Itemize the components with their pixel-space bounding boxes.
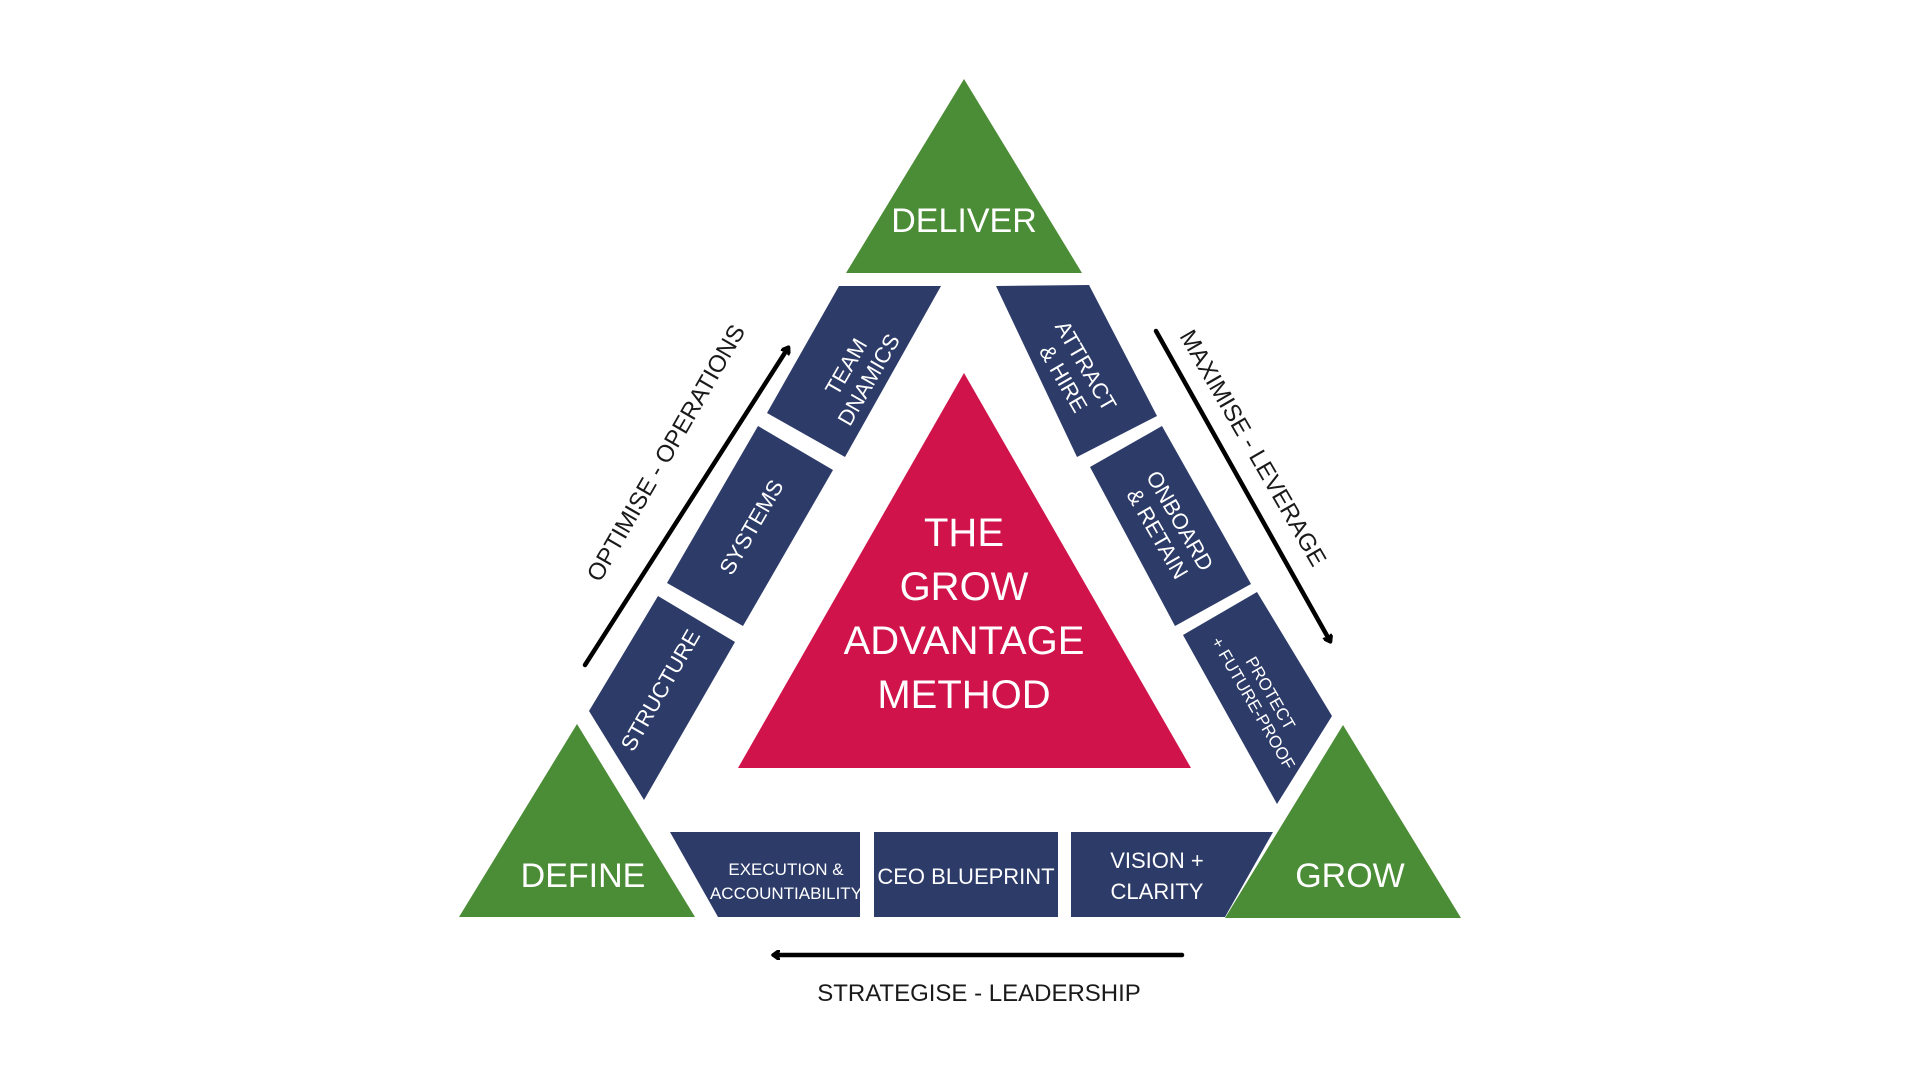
block-shape (1183, 592, 1332, 804)
block-shape (667, 426, 833, 626)
block-ceo-blueprint: CEO BLUEPRINT (874, 832, 1058, 917)
strategise-label: STRATEGISE - LEADERSHIP (817, 980, 1141, 1007)
corner-deliver: DELIVER (846, 79, 1082, 273)
deliver-label: DELIVER (891, 202, 1037, 240)
optimise-arrow[interactable] (582, 348, 788, 668)
center-line-2: GROW (900, 565, 1029, 609)
block-shape (589, 596, 735, 800)
deliver-triangle (846, 79, 1082, 273)
block-shape (996, 285, 1157, 457)
block-line-1: VISION + (1110, 848, 1204, 873)
block-shape (670, 832, 860, 917)
block-line-1: CEO BLUEPRINT (877, 864, 1054, 889)
block-shape (767, 286, 941, 457)
block-line-2: ACCOUNTIABILITY (710, 884, 862, 903)
block-line-2: CLARITY (1111, 879, 1204, 904)
left-side: TEAM DNAMICS SYSTEMS STRUCTURE OPTIMISE … (582, 286, 941, 800)
block-structure: STRUCTURE (589, 596, 735, 800)
bottom-side: EXECUTION & ACCOUNTIABILITY CEO BLUEPRIN… (670, 832, 1273, 1007)
corner-grow: GROW (1225, 725, 1461, 918)
center-line-3: ADVANTAGE (844, 619, 1085, 663)
block-systems: SYSTEMS (667, 426, 833, 626)
center-line-4: METHOD (877, 673, 1050, 717)
maximise-arrow[interactable] (1153, 328, 1330, 641)
block-execution-accountability: EXECUTION & ACCOUNTIABILITY (670, 832, 862, 917)
block-line-1: EXECUTION & (728, 860, 844, 879)
block-shape (1090, 426, 1251, 626)
block-shape (1071, 832, 1273, 917)
center-method: THE GROW ADVANTAGE METHOD (738, 373, 1191, 768)
block-attract-hire: ATTRACT & HIRE (996, 285, 1157, 457)
define-label: DEFINE (521, 857, 646, 895)
grow-label: GROW (1295, 857, 1405, 895)
center-triangle (738, 373, 1191, 768)
define-triangle (459, 724, 695, 917)
block-vision-clarity: VISION + CLARITY (1071, 832, 1273, 917)
block-onboard-retain: ONBOARD & RETAIN (1090, 426, 1251, 626)
block-protect-future-proof: PROTECT + FUTURE-PROOF (1183, 592, 1332, 804)
corner-define: DEFINE (459, 724, 695, 917)
block-shape (874, 832, 1058, 917)
grow-triangle (1225, 725, 1461, 918)
center-line-1: THE (924, 511, 1004, 555)
block-team-dynamics: TEAM DNAMICS (767, 286, 941, 457)
